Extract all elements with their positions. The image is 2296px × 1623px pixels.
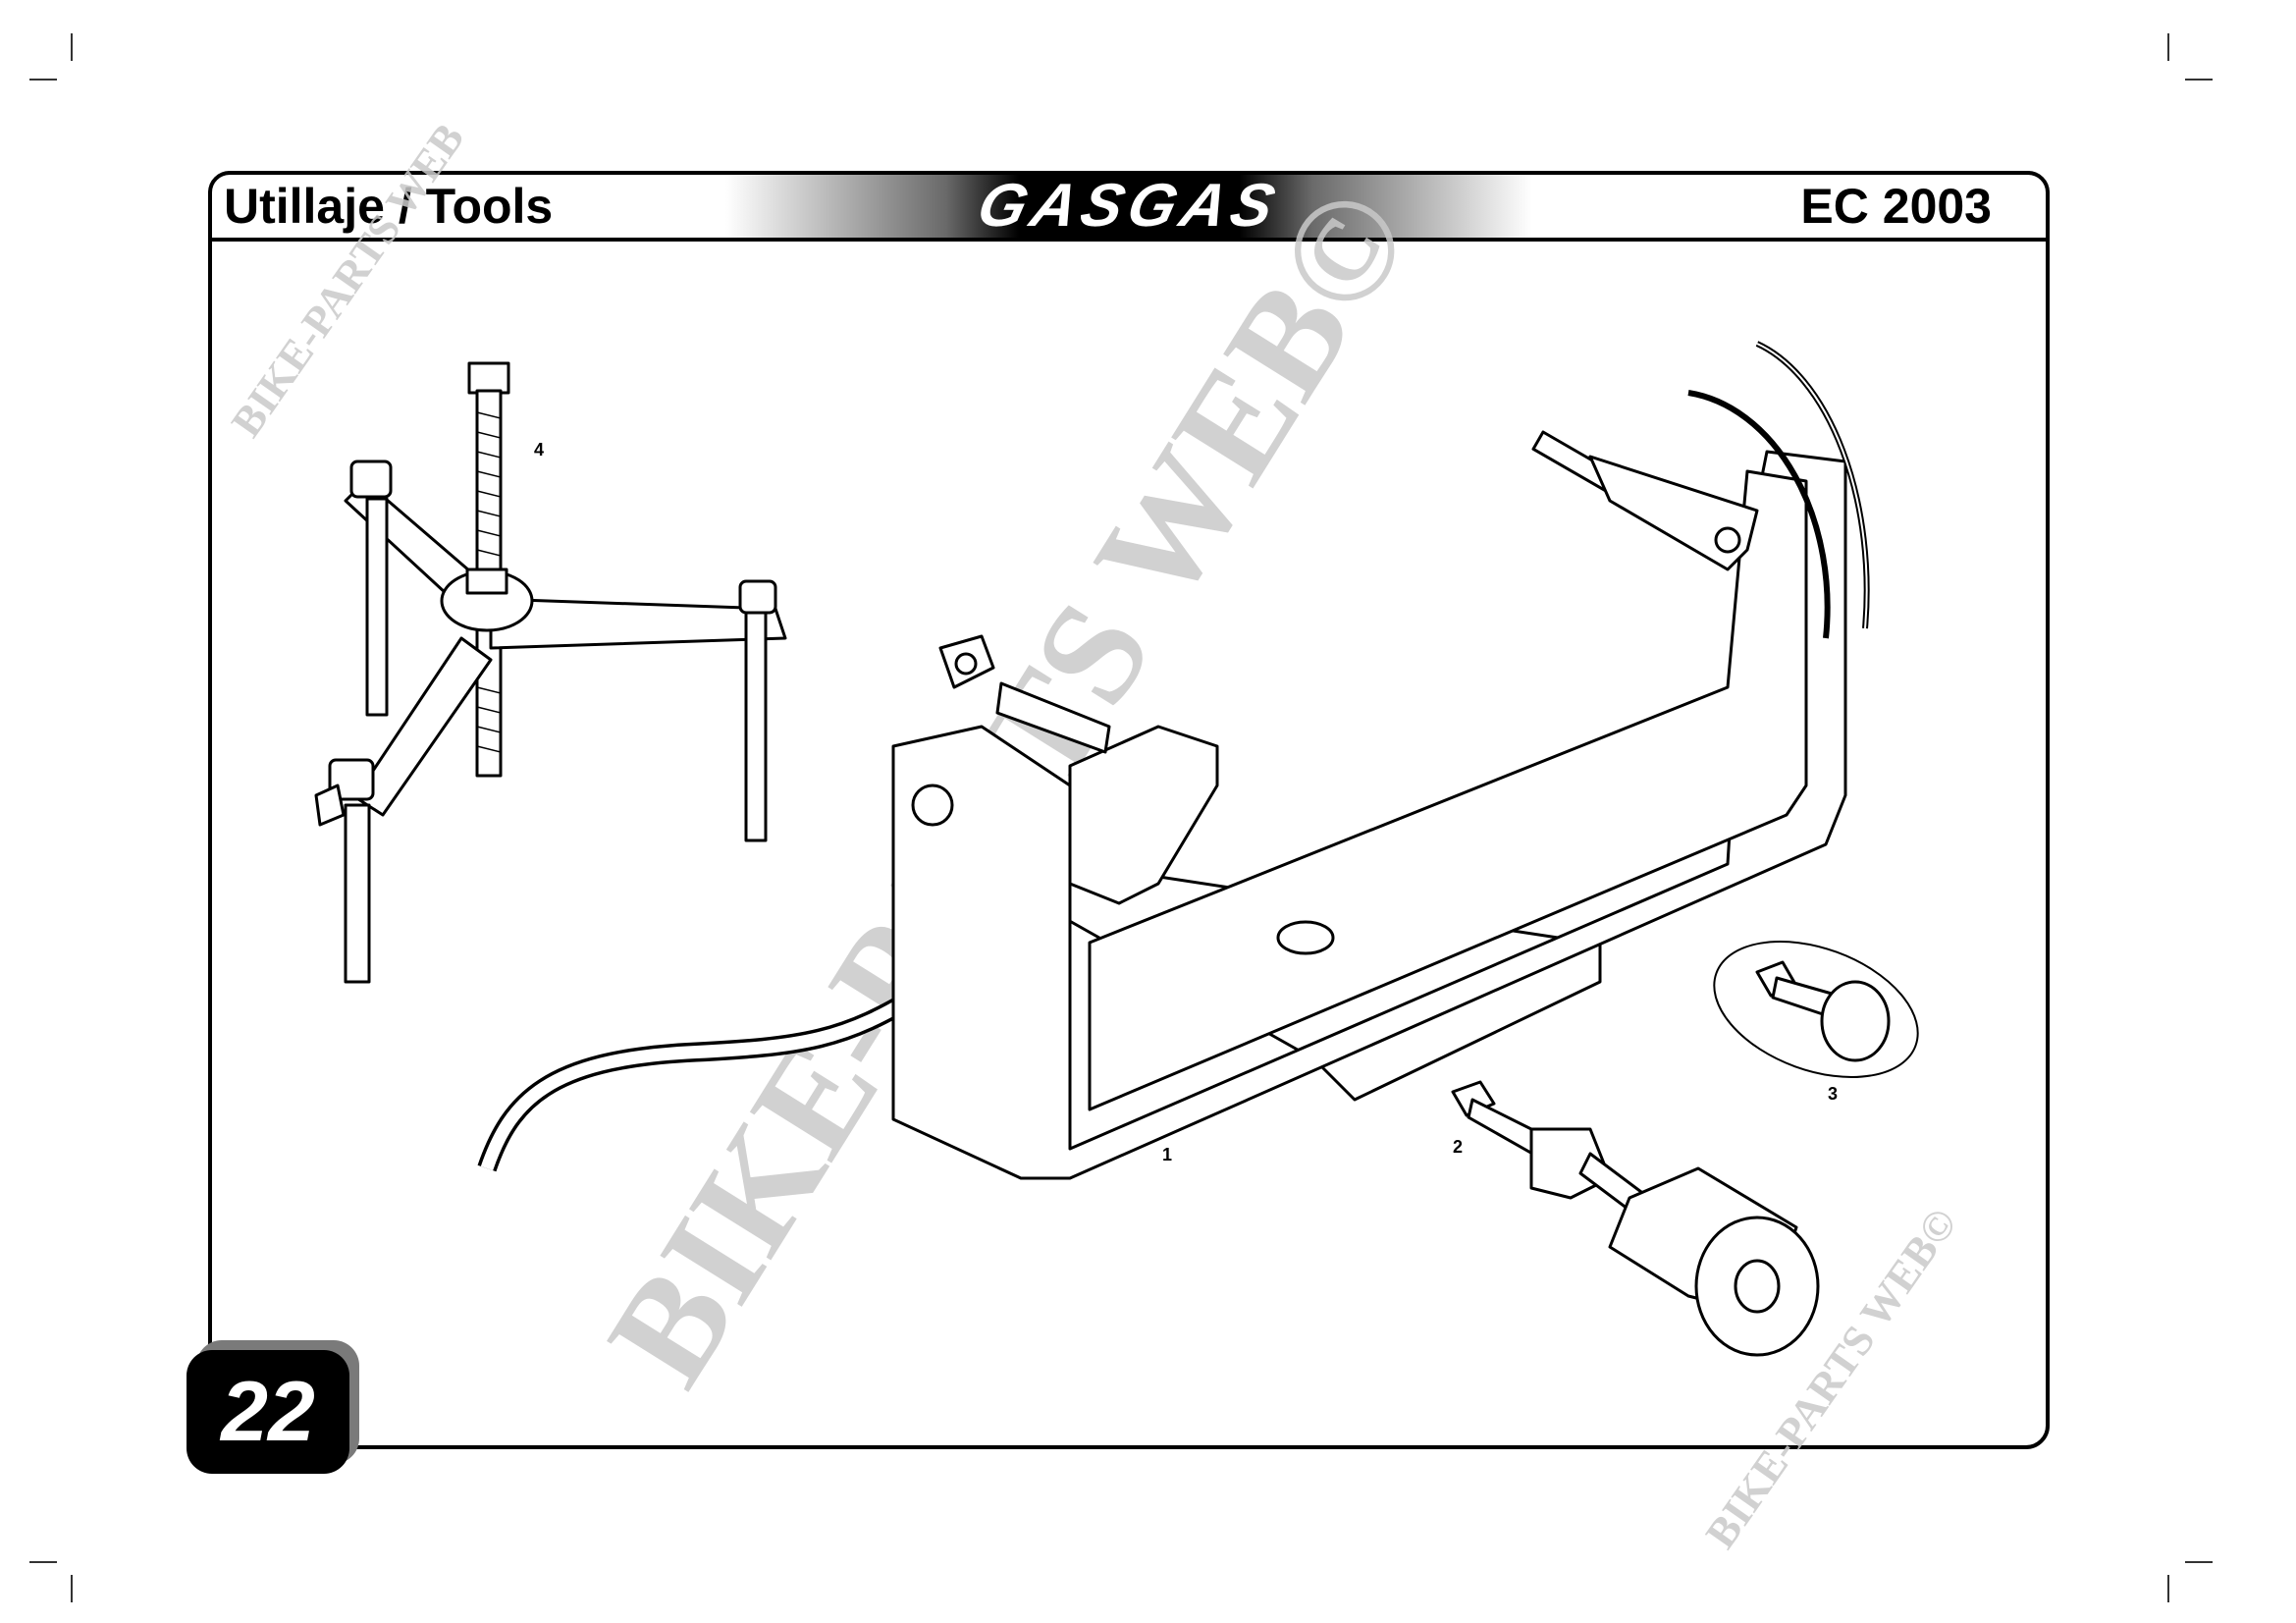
flywheel-puller-tool-2 <box>1451 1080 1820 1357</box>
puller-arm-down <box>353 636 493 817</box>
watermark-small-top-left: BIKE-PARTS WEB <box>222 115 473 446</box>
puller-leg-nut <box>349 460 393 499</box>
holder-ring-gear <box>1687 341 1870 639</box>
crop-mark <box>2185 1561 2213 1563</box>
holder-bolt <box>938 634 1111 754</box>
page-number: 22 <box>221 1365 315 1459</box>
header-bar <box>208 171 2050 242</box>
callout-3: 3 <box>1828 1084 1838 1104</box>
crankcase-holder-tool-1 <box>477 341 1870 1180</box>
holder-cable-inner <box>480 986 927 1171</box>
page-title: Utillaje / Tools <box>224 179 554 234</box>
holder-center-hole <box>1276 920 1335 955</box>
callout-2: 2 <box>1453 1137 1463 1157</box>
puller-leg-nut <box>328 758 375 801</box>
puller-hub-nut <box>465 568 508 595</box>
holder-frame-inner <box>1088 469 1808 1111</box>
page-number-tab <box>187 1350 349 1474</box>
puller-leg-right <box>744 603 768 842</box>
puller2-end-bore <box>1734 1259 1781 1314</box>
extractor-threaded-body <box>1820 980 1891 1062</box>
holder-bracket <box>1068 725 1219 905</box>
puller-leg-left <box>365 497 389 717</box>
puller-wing-screw <box>314 784 346 827</box>
crop-mark <box>2167 1575 2169 1602</box>
extractor-outline <box>1713 941 1919 1078</box>
crop-mark <box>71 1575 73 1602</box>
holder-wrench-arm <box>1531 430 1759 571</box>
extractor-tool-3 <box>1713 941 1919 1078</box>
holder-hex-socket <box>911 784 954 827</box>
screw-thread-lines <box>476 411 502 753</box>
crop-mark <box>2185 79 2213 81</box>
callout-4: 4 <box>534 440 544 460</box>
crop-mark <box>71 33 73 61</box>
puller-bolt-head <box>467 361 510 395</box>
crop-mark <box>29 1561 57 1563</box>
crop-mark <box>29 79 57 81</box>
puller-tool-4 <box>314 361 787 984</box>
crop-mark <box>2167 33 2169 61</box>
callout-1: 1 <box>1162 1145 1172 1164</box>
model-label: EC 2003 <box>1800 179 1992 234</box>
puller-leg-nut <box>738 579 777 615</box>
puller-leg-front <box>344 803 371 984</box>
